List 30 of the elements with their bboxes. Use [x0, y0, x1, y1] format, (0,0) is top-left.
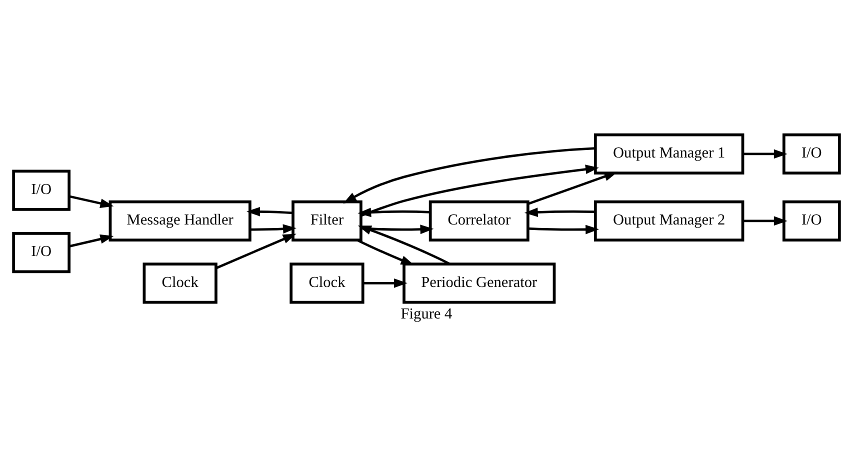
arrow [216, 233, 296, 269]
node-box: Clock [142, 262, 218, 304]
node-box: Message Handler [108, 200, 252, 242]
node-box: I/O [12, 169, 71, 210]
node-box: I/O [12, 231, 71, 273]
arrow [524, 207, 596, 216]
node-box: Filter [292, 200, 362, 242]
node-box: I/O [782, 200, 841, 242]
node-box: Output Manager 1 [594, 132, 744, 174]
caption: Figure 4 [400, 304, 452, 322]
node-box: Correlator [428, 200, 530, 242]
node-box: Clock [290, 262, 364, 304]
arrow [358, 225, 450, 265]
arrow [69, 194, 114, 208]
arrow [358, 207, 430, 217]
arrow [742, 148, 788, 158]
arrow [528, 171, 618, 204]
arrow [528, 224, 600, 234]
node-box: I/O [782, 132, 841, 174]
arrow [360, 164, 599, 216]
node-box: Periodic Generator [402, 262, 556, 304]
arrow [246, 206, 293, 216]
node-box: Output Manager 2 [594, 200, 744, 242]
arrow [357, 238, 414, 265]
arrow [69, 234, 114, 247]
arrow [363, 278, 408, 288]
arrow [742, 216, 788, 226]
arrow [361, 224, 434, 234]
arrow [343, 146, 596, 204]
arrow [250, 224, 296, 234]
